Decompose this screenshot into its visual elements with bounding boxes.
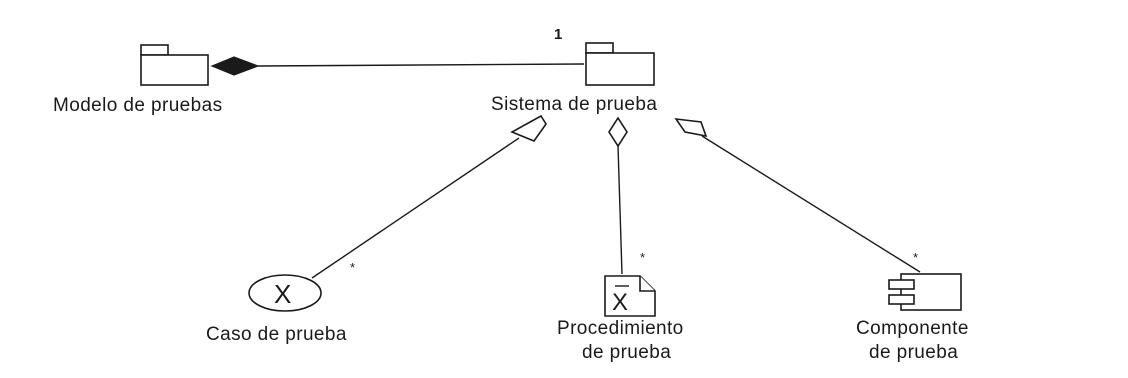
component-port-bottom-icon [888,294,915,305]
label-sistema-de-prueba: Sistema de prueba [491,94,657,115]
package-body-icon [140,54,209,86]
package-body-icon [585,52,655,86]
caso-de-prueba-icon[interactable]: X [248,274,322,312]
document-fold-icon [639,276,655,292]
procedimiento-de-prueba-icon[interactable]: X [604,275,656,317]
aggregation-diamond-icon-caso [510,114,547,142]
label-caso-de-prueba: Caso de prueba [206,324,347,345]
caso-x-mark: X [274,279,291,309]
label-componente-line2: de prueba [869,342,958,363]
aggregation-line-caso [311,137,520,279]
label-procedimiento-line2: de prueba [582,342,671,363]
composition-diamond-icon [210,56,260,76]
component-port-top-icon [888,279,915,290]
multiplicity-sistema: 1 [554,26,562,43]
caso-ellipse-icon [248,274,322,312]
label-componente-line1: Componente [856,318,969,339]
aggregation-line-procedimiento [617,145,623,275]
componente-de-prueba-icon[interactable] [888,273,962,311]
procedimiento-x-mark: X [612,289,628,316]
aggregation-diamond-icon-procedimiento [608,116,628,148]
package-modelo-de-pruebas[interactable] [140,44,209,86]
multiplicity-procedimiento: * [640,250,645,265]
aggregation-line-componente [701,135,921,273]
label-procedimiento-line1: Procedimiento [557,318,684,339]
aggregation-diamond-icon-componente [674,117,708,138]
multiplicity-caso: * [350,260,355,275]
package-tab-icon [140,44,169,56]
multiplicity-componente: * [913,250,918,265]
composition-line-modelo-sistema [257,63,585,67]
package-tab-icon [585,42,614,54]
label-modelo-de-pruebas: Modelo de pruebas [53,95,222,116]
package-sistema-de-prueba[interactable] [585,42,655,86]
